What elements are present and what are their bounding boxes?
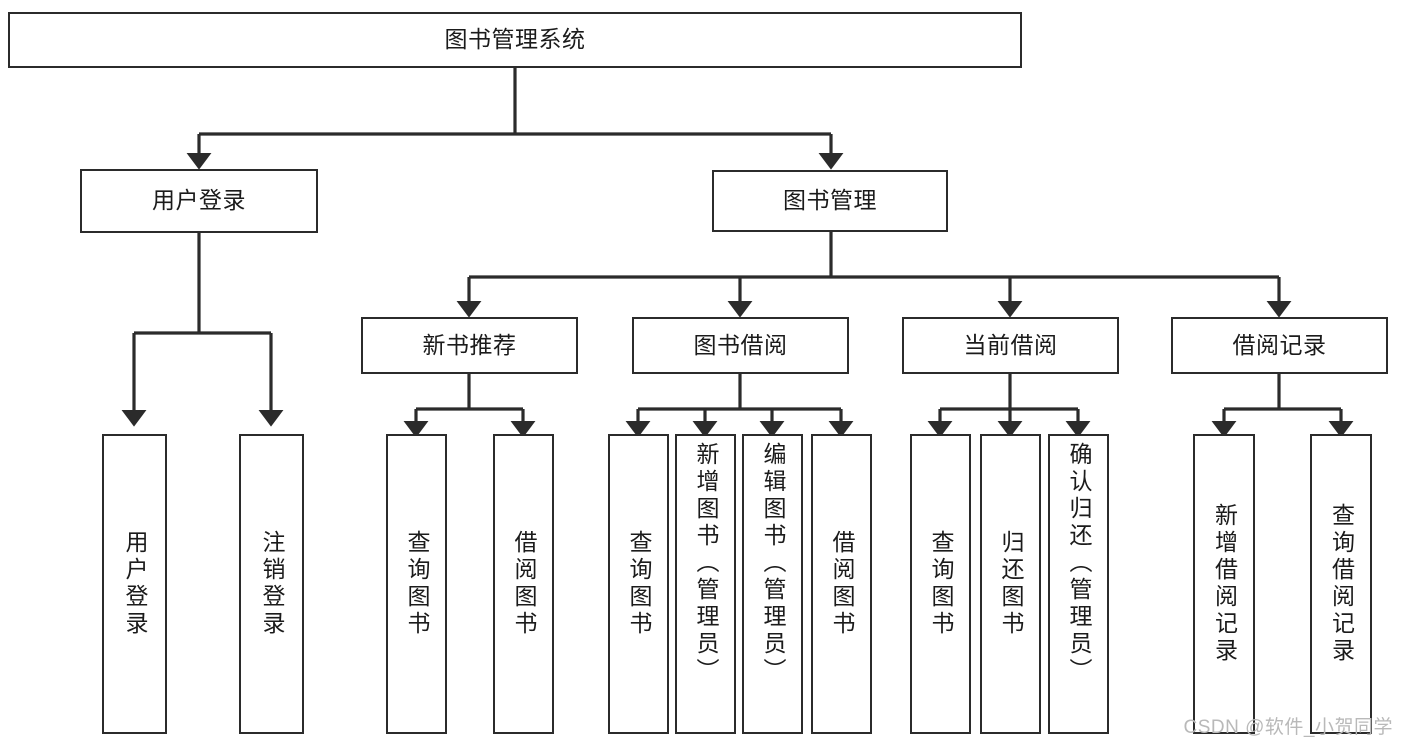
leaf-return-book[interactable]: 归还图书: [980, 434, 1041, 734]
node-label: 归还图书: [998, 530, 1024, 638]
node-label: 编辑图书（管理员）: [760, 442, 786, 685]
node-label: 查询图书: [404, 530, 430, 638]
node-label: 借阅记录: [1232, 331, 1327, 358]
node-user-login[interactable]: 用户登录: [80, 169, 318, 233]
leaf-add-borrow-record[interactable]: 新增借阅记录: [1193, 434, 1255, 734]
node-label: 当前借阅: [963, 331, 1058, 358]
node-label: 图书管理: [783, 187, 877, 214]
node-label: 借阅图书: [829, 530, 855, 638]
node-new-book-recommend[interactable]: 新书推荐: [361, 317, 578, 374]
node-label: 注销登录: [259, 530, 285, 638]
node-book-management[interactable]: 图书管理: [712, 170, 948, 232]
node-label: 新书推荐: [422, 331, 517, 358]
node-label: 新增图书（管理员）: [693, 442, 719, 685]
node-root-book-management-system[interactable]: 图书管理系统: [8, 12, 1022, 68]
node-label: 查询图书: [928, 530, 954, 638]
leaf-user-login[interactable]: 用户登录: [102, 434, 167, 734]
leaf-query-book-recommend[interactable]: 查询图书: [386, 434, 447, 734]
node-label: 用户登录: [122, 530, 148, 638]
node-label: 确认归还（管理员）: [1066, 442, 1092, 685]
watermark-text: CSDN @软件_小贺同学: [1183, 717, 1393, 738]
node-label: 用户登录: [152, 187, 246, 214]
node-label: 借阅图书: [511, 530, 537, 638]
node-label: 查询图书: [626, 530, 652, 638]
node-label: 新增借阅记录: [1211, 503, 1238, 665]
node-book-borrow[interactable]: 图书借阅: [632, 317, 849, 374]
leaf-confirm-return-admin[interactable]: 确认归还（管理员）: [1048, 434, 1109, 734]
leaf-logout[interactable]: 注销登录: [239, 434, 304, 734]
node-borrow-record[interactable]: 借阅记录: [1171, 317, 1388, 374]
node-current-borrow[interactable]: 当前借阅: [902, 317, 1119, 374]
node-label: 查询借阅记录: [1328, 503, 1355, 665]
leaf-query-borrow-record[interactable]: 查询借阅记录: [1310, 434, 1372, 734]
leaf-query-book-borrow[interactable]: 查询图书: [608, 434, 669, 734]
node-label: 图书借阅: [693, 331, 788, 358]
leaf-borrow-book-recommend[interactable]: 借阅图书: [493, 434, 554, 734]
leaf-query-book-current[interactable]: 查询图书: [910, 434, 971, 734]
node-label: 图书管理系统: [444, 26, 586, 53]
leaf-add-book-admin[interactable]: 新增图书（管理员）: [675, 434, 736, 734]
leaf-borrow-book[interactable]: 借阅图书: [811, 434, 872, 734]
leaf-edit-book-admin[interactable]: 编辑图书（管理员）: [742, 434, 803, 734]
